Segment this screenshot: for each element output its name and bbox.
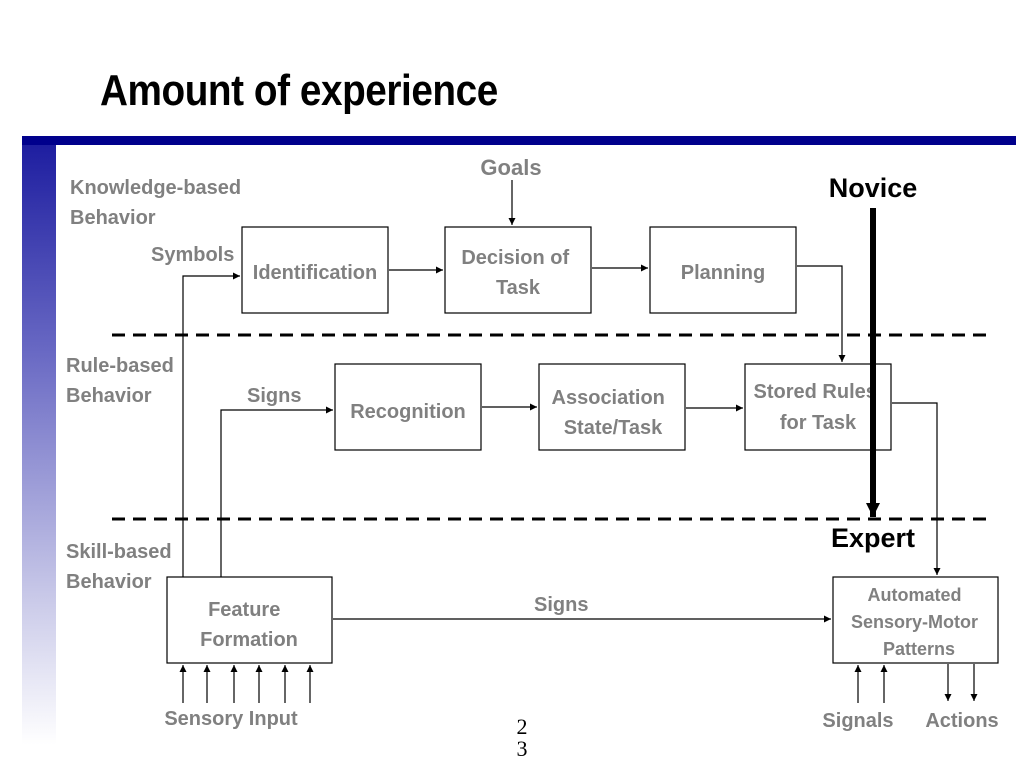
page-number: 23 [516,714,528,761]
box-stored-rules-label: Stored Rules for Task [754,381,883,434]
box-decision-of-task-label: Decision of Task [461,247,574,299]
signs-rule-label: Signs [247,385,301,407]
box-recognition [334,363,482,451]
signals-label: Signals [822,710,893,732]
arrow-stored-rules-to-automated [892,402,941,575]
level-skill-label: Skill-based Behavior [66,541,177,593]
title-underline-bar [22,136,1016,145]
goals-label: Goals [480,155,541,180]
box-stored-rules [744,363,892,451]
actions-label: Actions [925,710,998,732]
box-association-label: Association State/Task [552,387,671,439]
box-feature-formation-label: Feature Formation [200,599,298,651]
box-recognition-label: Recognition [350,401,466,423]
box-association [538,363,686,451]
signs-skill-label: Signs [534,594,588,616]
box-feature-formation [166,576,333,664]
level-rule-label: Rule-based Behavior [66,355,179,407]
arrow-planning-to-stored-rules [797,265,846,362]
box-planning [649,226,797,314]
box-automated-patterns-label: Automated Sensory-Motor Patterns [851,585,983,659]
arrow-feature-to-recognition [220,406,333,577]
left-gradient-strip [22,145,56,745]
box-automated-patterns [832,576,999,664]
box-identification-label: Identification [253,262,377,284]
expert-label: Expert [831,523,915,553]
level-knowledge-label: Knowledge-based Behavior [70,177,247,229]
novice-label: Novice [829,173,918,203]
box-planning-label: Planning [681,262,765,284]
symbols-label: Symbols [151,244,234,266]
sensory-input-label: Sensory Input [164,708,298,730]
arrow-feature-to-identification [182,272,240,577]
box-decision-of-task [444,226,592,314]
slide-title: Amount of experience [100,66,498,115]
box-identification [241,226,389,314]
